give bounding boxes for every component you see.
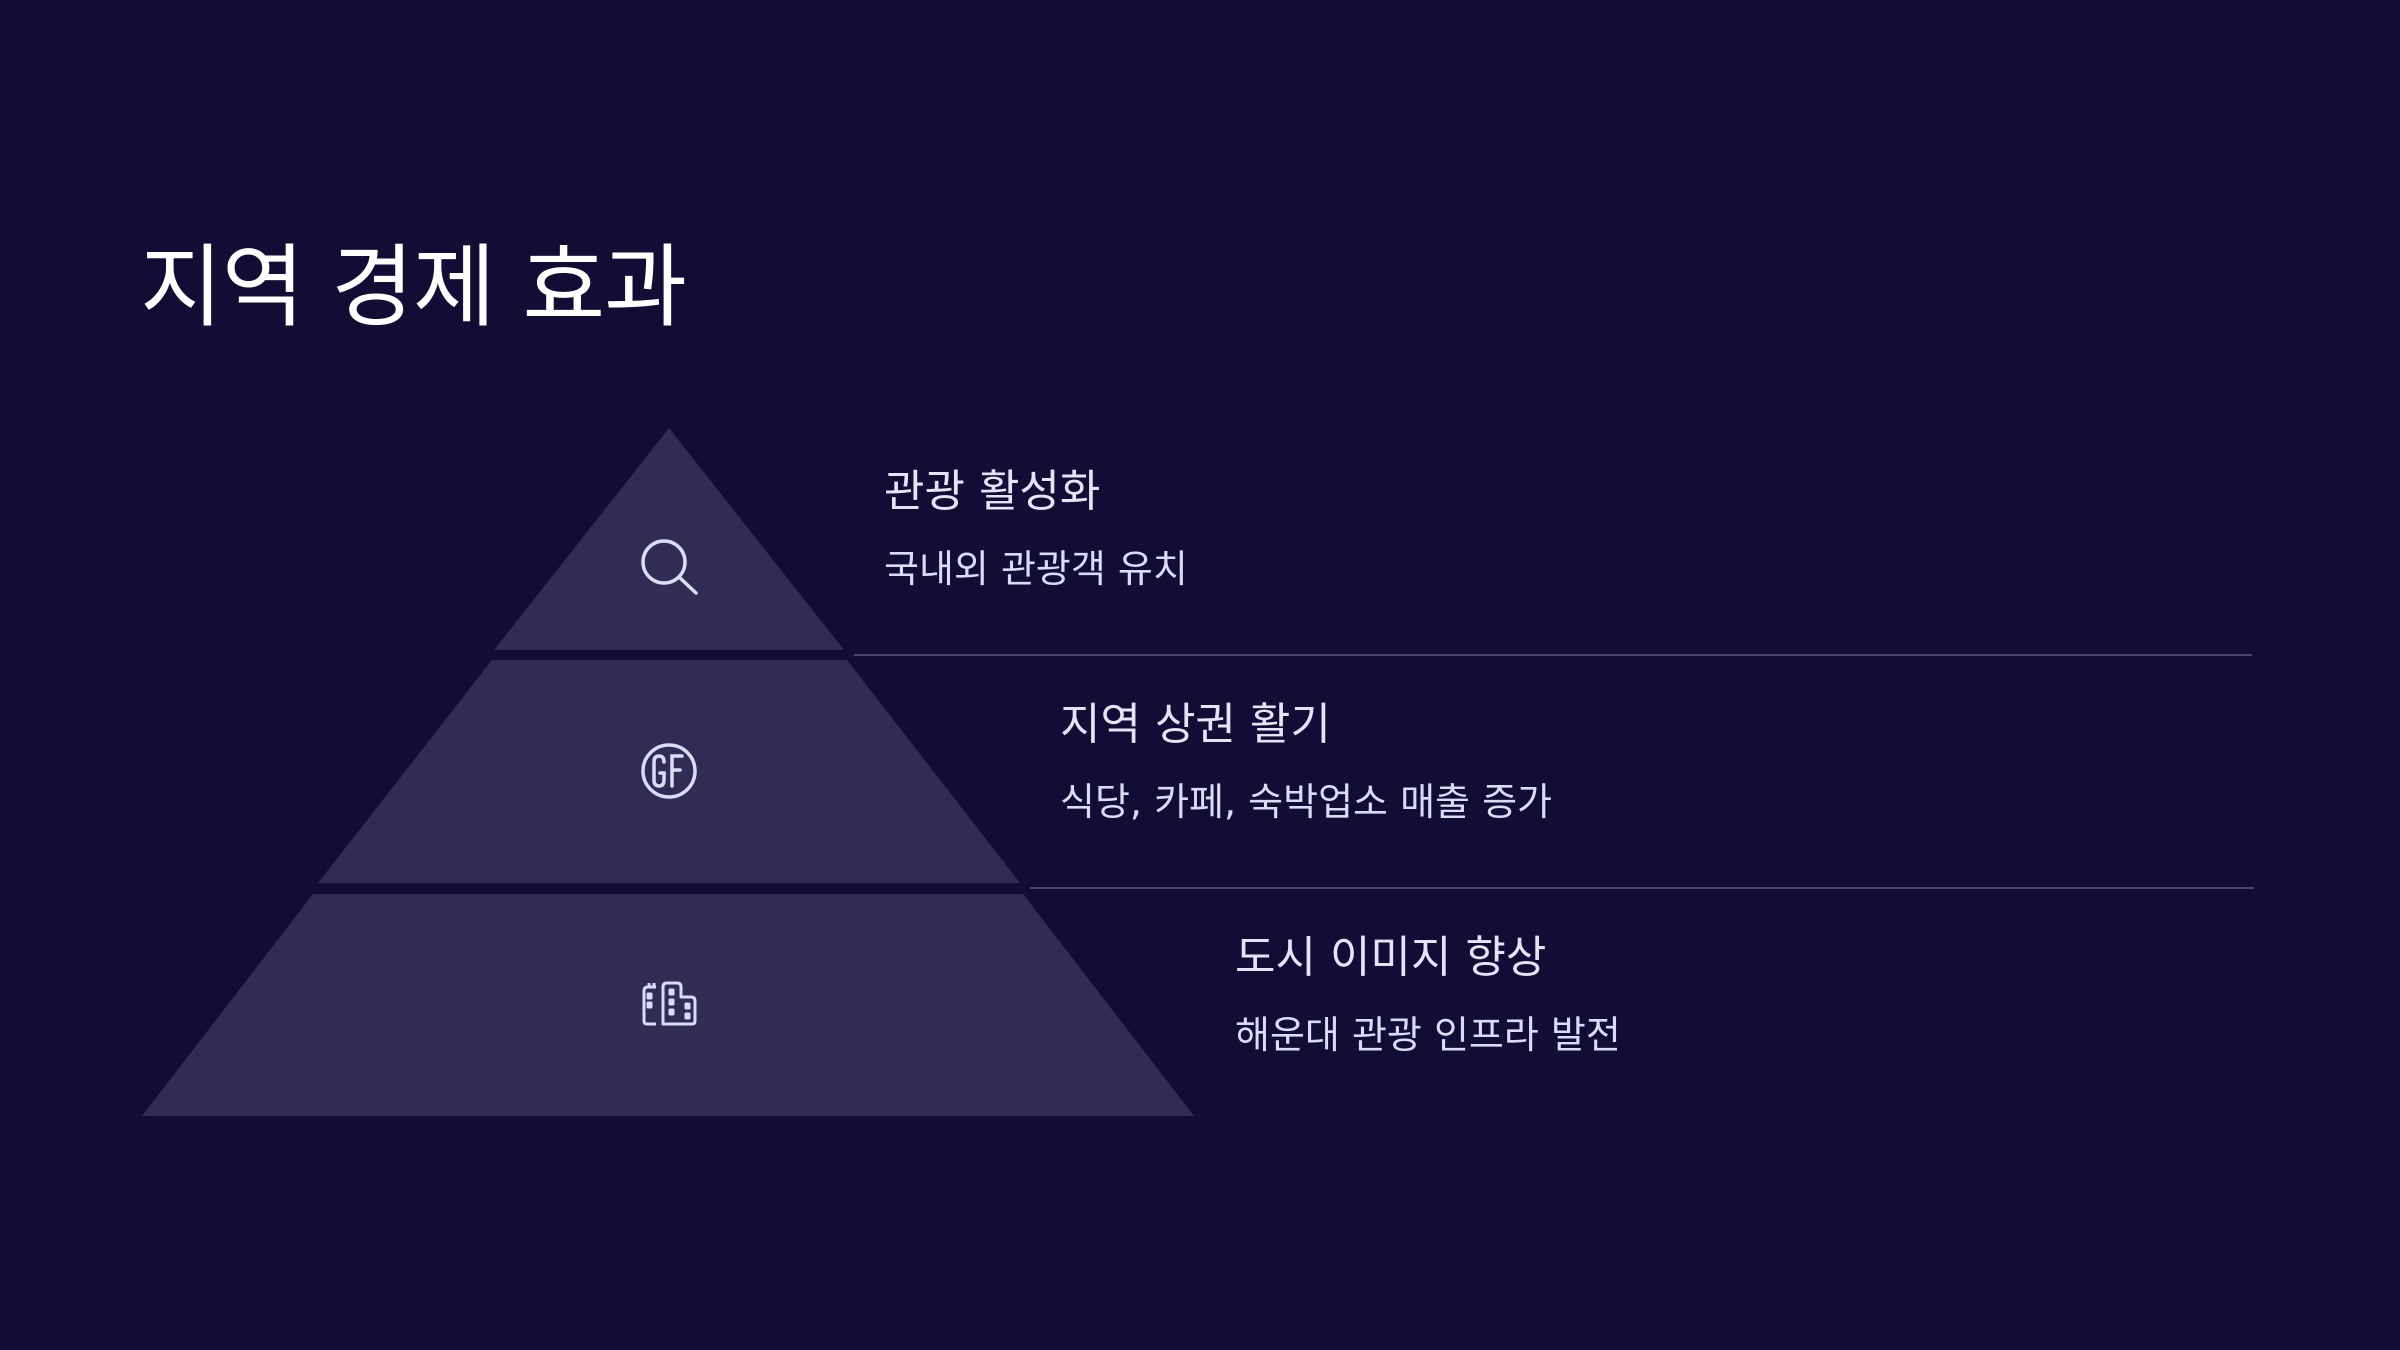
search-icon	[641, 539, 698, 595]
gf-badge-icon	[641, 743, 697, 799]
tier-3-text: 도시 이미지 향상 해운대 관광 인프라 발전	[1235, 930, 1621, 1060]
tier-divider-1	[854, 654, 2252, 656]
tier-heading: 관광 활성화	[884, 466, 1101, 517]
pyramid-tier-3	[142, 894, 1194, 1116]
pyramid-tier-1	[494, 428, 844, 650]
page-title: 지역 경제 효과	[140, 235, 687, 340]
tier-2-text: 지역 상권 활기 식당, 카페, 숙박업소 매출 증가	[1060, 697, 1552, 827]
tier-heading: 지역 상권 활기	[1060, 699, 1331, 750]
pyramid-tier-2	[318, 660, 1020, 883]
tier-description: 해운대 관광 인프라 발전	[1235, 1013, 1621, 1057]
tier-description: 식당, 카페, 숙박업소 매출 증가	[1060, 780, 1552, 824]
tier-1-text: 관광 활성화 국내외 관광객 유치	[884, 464, 1188, 594]
tier-heading: 도시 이미지 향상	[1235, 932, 1547, 983]
tier-description: 국내외 관광객 유치	[884, 547, 1188, 591]
buildings-icon	[642, 981, 697, 1026]
tier-divider-2	[1030, 887, 2254, 889]
